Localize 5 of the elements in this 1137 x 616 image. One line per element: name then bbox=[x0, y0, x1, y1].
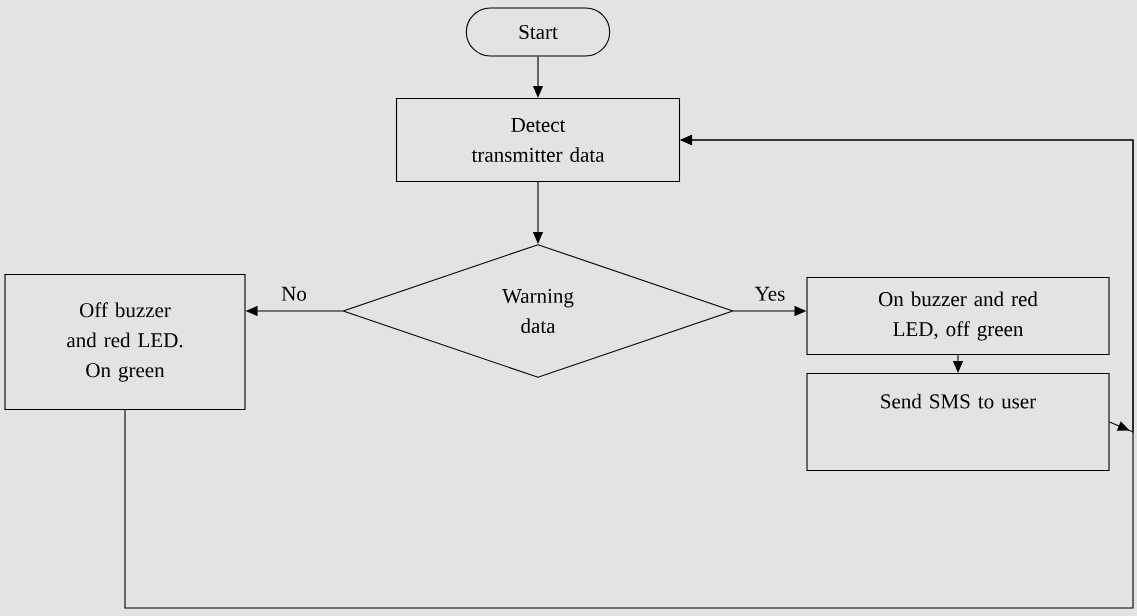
process-box: Detect transmitter data bbox=[395, 97, 681, 183]
process-box: Off buzzer and red LED. On green bbox=[4, 273, 246, 411]
process-box: On buzzer and red LED, off green bbox=[806, 276, 1110, 356]
start-terminal: Start bbox=[465, 7, 611, 57]
process-box: Send SMS to user bbox=[806, 372, 1110, 472]
